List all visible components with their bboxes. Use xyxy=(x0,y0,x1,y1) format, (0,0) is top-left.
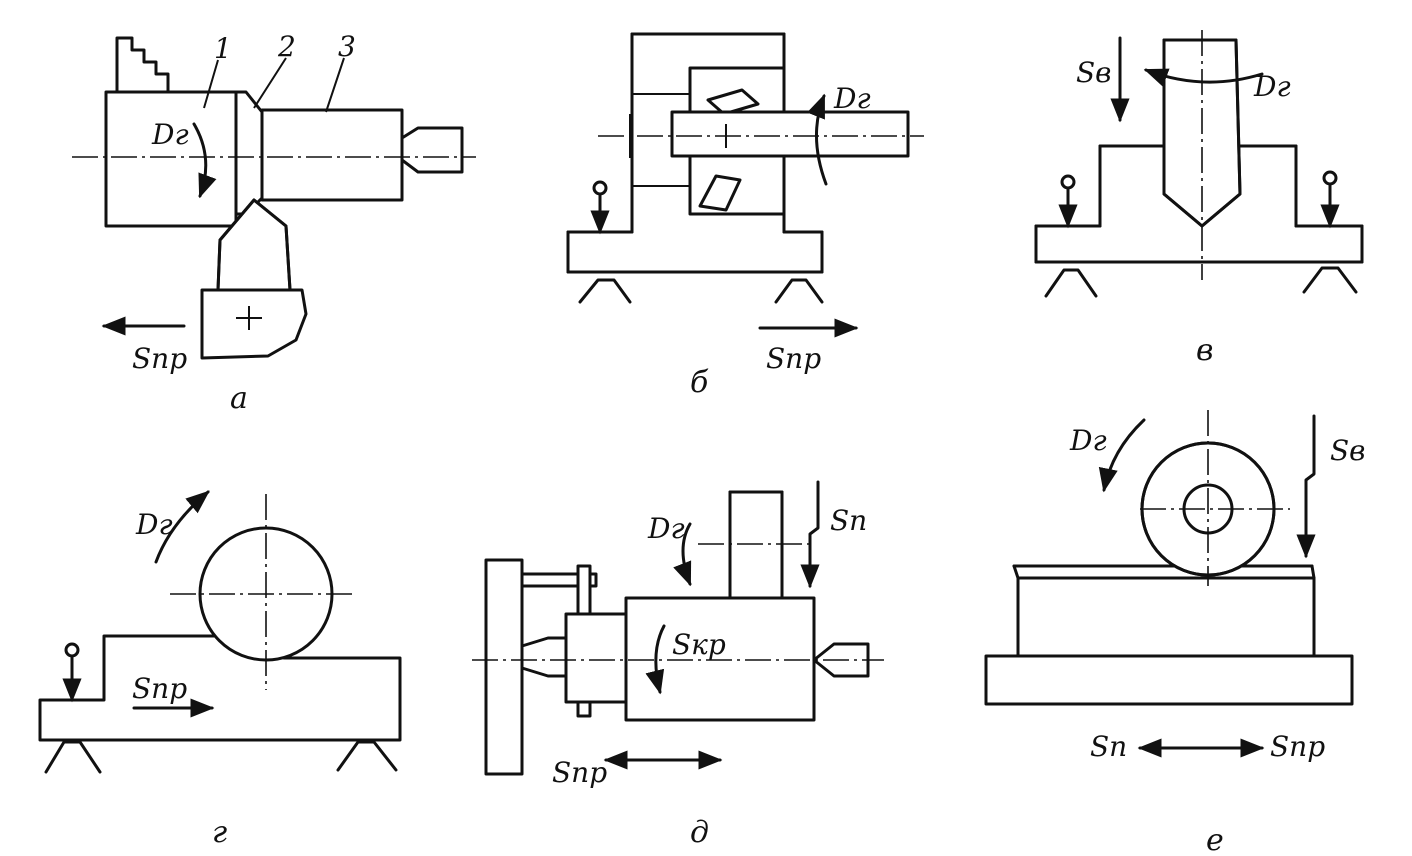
workpiece xyxy=(1016,576,1316,658)
rotation-arrow xyxy=(154,490,210,564)
part-number-1: 1 xyxy=(214,32,232,65)
feed-label: Sпр xyxy=(132,672,187,705)
rotation-label: Dг xyxy=(135,508,173,541)
figure-caption: г xyxy=(212,815,227,850)
part-leader-lines xyxy=(203,57,345,113)
right-feed-label: Sпр xyxy=(1270,730,1325,763)
part-number-2: 2 xyxy=(277,30,296,63)
support-left xyxy=(44,740,102,774)
rotation-arrow xyxy=(673,522,692,587)
rotation-arrow xyxy=(1143,68,1264,87)
figure-caption: в xyxy=(1196,333,1213,368)
figure-caption: е xyxy=(1206,823,1224,856)
rotation-label: Dг xyxy=(647,512,685,545)
support-left xyxy=(578,278,632,304)
support-left xyxy=(1044,268,1098,298)
figure-caption: а xyxy=(230,381,248,416)
figure-b-milling: Dг Sпр б xyxy=(566,32,924,400)
circular-feed-label: Sкр xyxy=(672,628,726,661)
rotation-arrow xyxy=(807,93,828,186)
rotation-label: Dг xyxy=(833,82,871,115)
feed-label: Sпр xyxy=(766,342,821,375)
machine-table xyxy=(984,654,1354,706)
driver-dog xyxy=(520,564,628,718)
plunge-feed-label: Sп xyxy=(830,504,867,537)
workpiece-cylinder xyxy=(260,108,404,202)
rotation-arrow xyxy=(1098,418,1146,493)
grinding-wheel xyxy=(728,490,784,600)
milling-cutter-tooth-bottom xyxy=(698,174,742,212)
feed-label: Sпр xyxy=(552,756,607,789)
rotation-arrow xyxy=(192,122,217,199)
feed-label: Sв xyxy=(1076,56,1111,89)
rotation-label: Dг xyxy=(151,118,189,151)
milling-cutter-tooth-top xyxy=(706,88,760,116)
part-number-3: 3 xyxy=(338,30,356,63)
clamp-pin-left xyxy=(1058,174,1078,229)
faceplate xyxy=(484,558,524,776)
clamp-pin xyxy=(590,180,610,235)
support-right xyxy=(336,740,398,772)
workpiece-body xyxy=(38,634,402,742)
figure-caption: б xyxy=(690,365,709,400)
feed-label: Sпр xyxy=(132,342,187,375)
tailstock-center xyxy=(400,126,464,174)
figure-caption: д xyxy=(690,815,709,850)
figure-d-grinding: Sп Dг Sкр Sпр д xyxy=(472,480,884,850)
clamp-pin-right xyxy=(1320,170,1340,229)
vertical-feed-label: Sв xyxy=(1330,434,1365,467)
cutting-tool xyxy=(200,198,308,360)
rotation-label: Dг xyxy=(1253,70,1291,103)
support-right xyxy=(774,278,824,304)
plunge-feed-arrow xyxy=(800,480,820,589)
workpiece-bevel xyxy=(234,90,264,216)
support-right xyxy=(1302,266,1358,294)
figure-e-grinding: Sв Dг Sп Sпр е xyxy=(984,410,1365,856)
cutter-arbor xyxy=(670,110,910,158)
vertical-feed-arrow xyxy=(1296,414,1316,559)
circular-feed-arrow xyxy=(645,624,666,695)
left-feed-label: Sп xyxy=(1090,730,1127,763)
rotation-label: Dг xyxy=(1069,424,1107,457)
headstock-center xyxy=(520,636,568,678)
figure-a-turning: 1 2 3 Dг Sпр а xyxy=(72,30,476,416)
figure-g-milling: Dг Sпр г xyxy=(38,490,402,850)
figure-v-drilling: Sв Dг в xyxy=(1034,30,1364,368)
clamp-pin xyxy=(62,642,82,703)
